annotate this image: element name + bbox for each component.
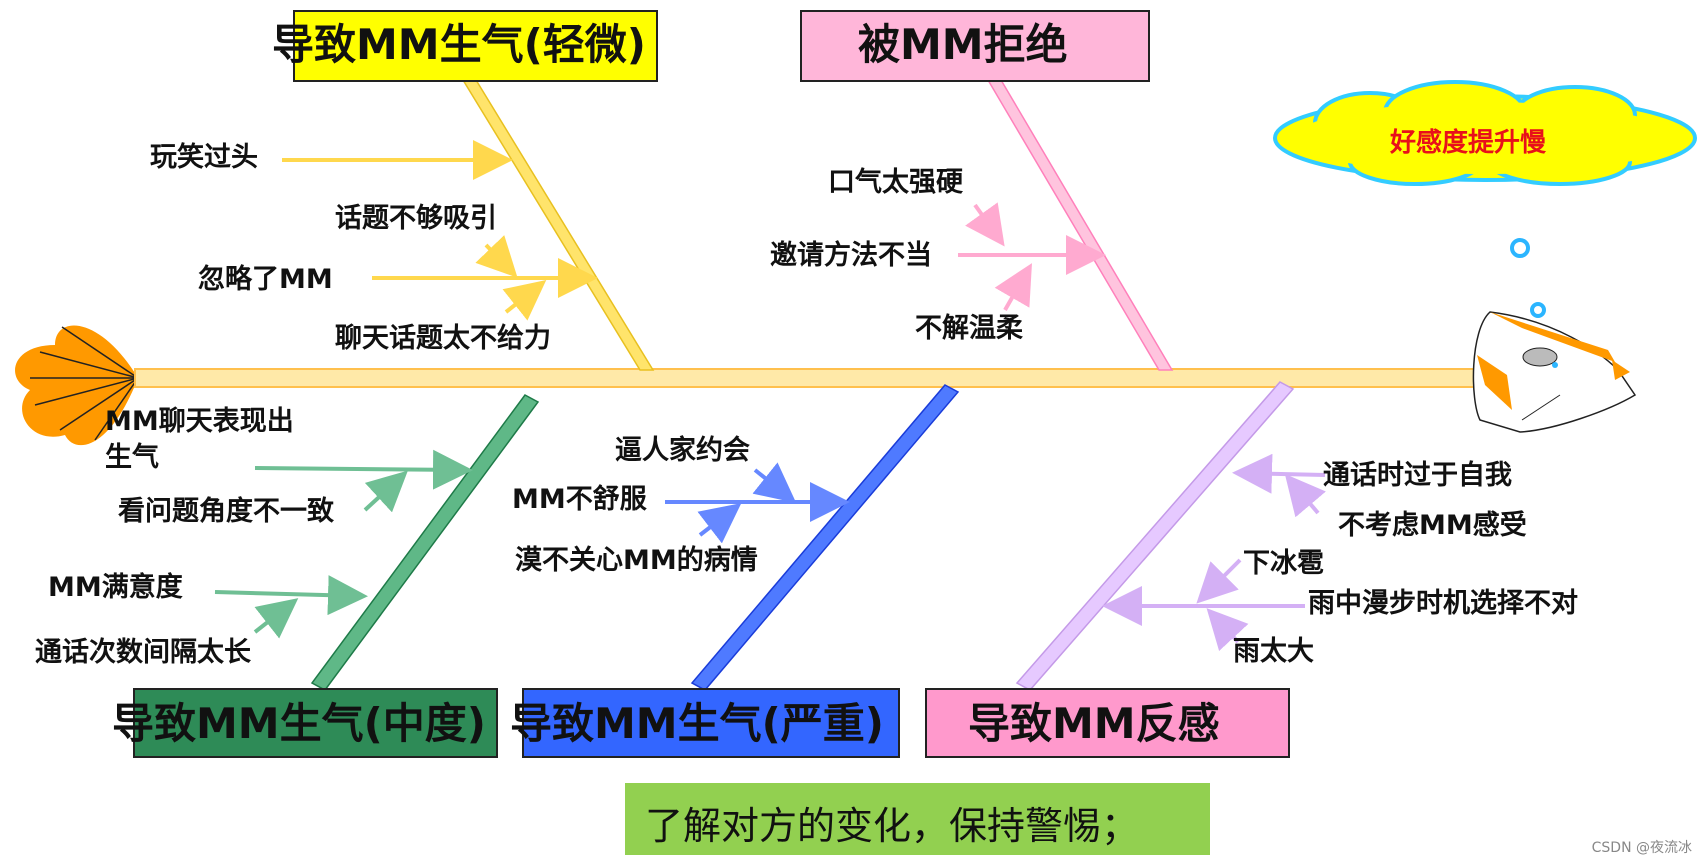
bubble-icon — [1530, 302, 1546, 318]
cause-label: 漠不关心MM的病情 — [515, 545, 758, 576]
conclusion-banner — [625, 783, 1210, 855]
category-title-severe: 导致MM生气(严重) — [510, 699, 884, 748]
cause-label: MM不舒服 — [512, 484, 647, 515]
fish-tail-icon — [15, 325, 139, 446]
cause-label: 下冰雹 — [1243, 548, 1324, 579]
category-title-medium: 导致MM生气(中度) — [112, 699, 486, 748]
cause-label: 聊天话题太不给力 — [335, 323, 551, 354]
conclusion-text: 了解对方的变化，保持警惕； — [645, 804, 1140, 848]
cause-label: 忽略了MM — [198, 264, 333, 295]
cloud-shape — [1273, 80, 1697, 186]
cause-label: 生气 — [105, 442, 159, 473]
effect-label: 好感度提升慢 — [1390, 128, 1547, 158]
cause-label: 通话时过于自我 — [1323, 460, 1512, 491]
category-box-disgust — [925, 688, 1290, 758]
category-box-mild — [293, 10, 658, 82]
category-box-medium — [133, 688, 498, 758]
category-box-severe — [522, 688, 900, 758]
cause-label: 通话次数间隔太长 — [35, 637, 251, 668]
cause-label: 看问题角度不一致 — [118, 496, 334, 527]
cause-label: 口气太强硬 — [828, 167, 963, 198]
bone-medium — [310, 394, 540, 691]
cause-label: 不解温柔 — [915, 313, 1023, 344]
bone-severe — [690, 384, 960, 691]
cause-label: MM满意度 — [48, 572, 183, 603]
cause-label: MM聊天表现出 — [105, 406, 294, 437]
cause-label: 话题不够吸引 — [335, 203, 497, 234]
fish-head-icon — [1472, 311, 1637, 433]
cause-label: 雨太大 — [1233, 636, 1314, 667]
cause-label: 邀请方法不当 — [770, 240, 932, 271]
bubble-icon — [1510, 238, 1530, 258]
cause-label: 逼人家约会 — [615, 435, 750, 466]
cause-label: 雨中漫步时机选择不对 — [1308, 588, 1578, 619]
cause-label: 玩笑过头 — [150, 142, 258, 173]
category-box-rejected — [800, 10, 1150, 82]
category-title-rejected: 被MM拒绝 — [858, 20, 1068, 69]
credit-watermark: CSDN @夜流冰 — [1591, 840, 1692, 856]
category-title-mild: 导致MM生气(轻微) — [272, 20, 646, 69]
category-title-disgust: 导致MM反感 — [968, 699, 1220, 748]
cause-label: 不考虑MM感受 — [1338, 510, 1527, 541]
